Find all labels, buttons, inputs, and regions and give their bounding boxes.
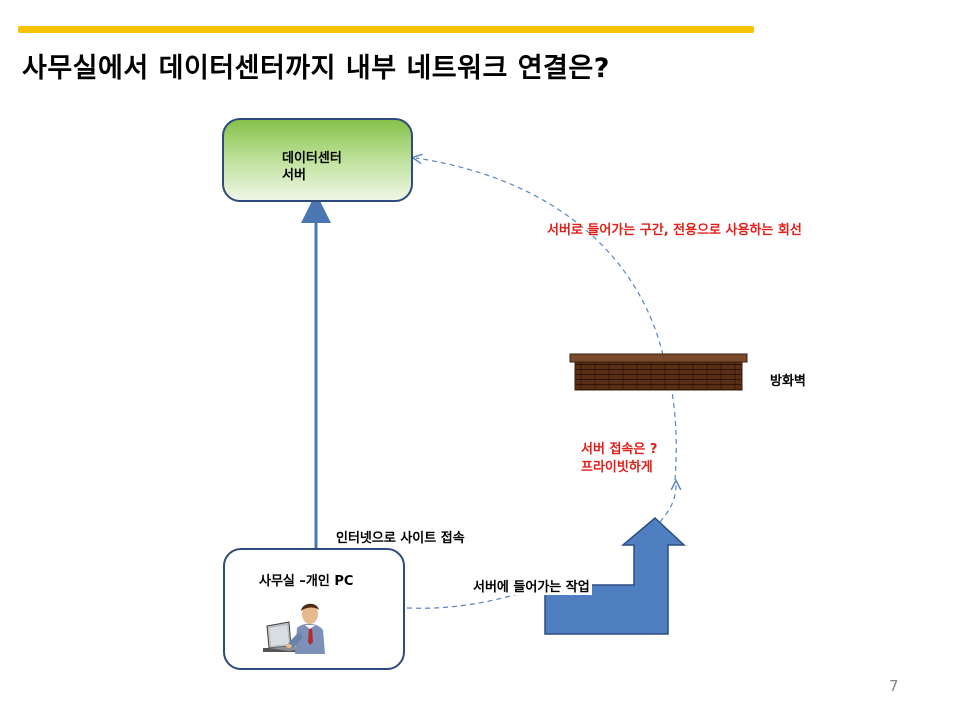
slide-title: 사무실에서 데이터센터까지 내부 네트워크 연결은? [22, 53, 610, 84]
firewall-icon [569, 353, 748, 391]
datacenter-server-box: 데이터센터 서버 [222, 118, 413, 202]
datacenter-server-label: 데이터센터 서버 [282, 151, 342, 183]
firewall-label: 방화벽 [770, 374, 806, 389]
office-pc-box: 사무실 –개인 PC [223, 548, 405, 670]
person-at-laptop-icon [263, 603, 325, 654]
private-access-path [671, 391, 677, 481]
server-work-path [406, 585, 546, 609]
page-number: 7 [889, 677, 899, 695]
private-access-label: 서버 접속은 ? 프라이빗하게 [581, 442, 658, 475]
dedicated-line-label: 서버로 들어가는 구간, 전용으로 사용하는 회선 [547, 223, 802, 238]
office-pc-label: 사무실 –개인 PC [259, 574, 354, 589]
private-access-arrow-path [659, 484, 676, 523]
internet-access-label: 인터넷으로 사이트 접속 [336, 531, 465, 546]
dedicated-line-path [416, 158, 664, 356]
title-accent-bar [18, 26, 754, 33]
server-work-label: 서버에 들어가는 작업 [471, 576, 592, 595]
